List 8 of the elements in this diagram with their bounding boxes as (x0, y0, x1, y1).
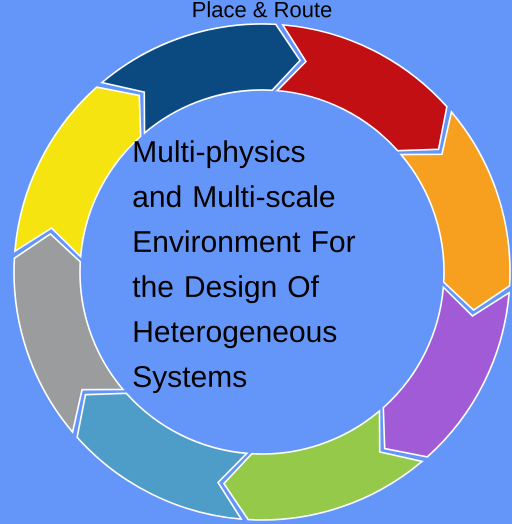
arrow-segment (101, 23, 301, 134)
arrow-segment (382, 286, 510, 458)
heading: Place & Route (193, 1, 332, 18)
arrow-segment (223, 410, 423, 521)
arrow-segment (76, 392, 248, 520)
center-text: Multi-physics and Multi-scale Environment For the Design Of Heterogeneous Systems (132, 140, 356, 394)
arrow-segment (400, 111, 511, 311)
arrow-segment (13, 233, 124, 433)
